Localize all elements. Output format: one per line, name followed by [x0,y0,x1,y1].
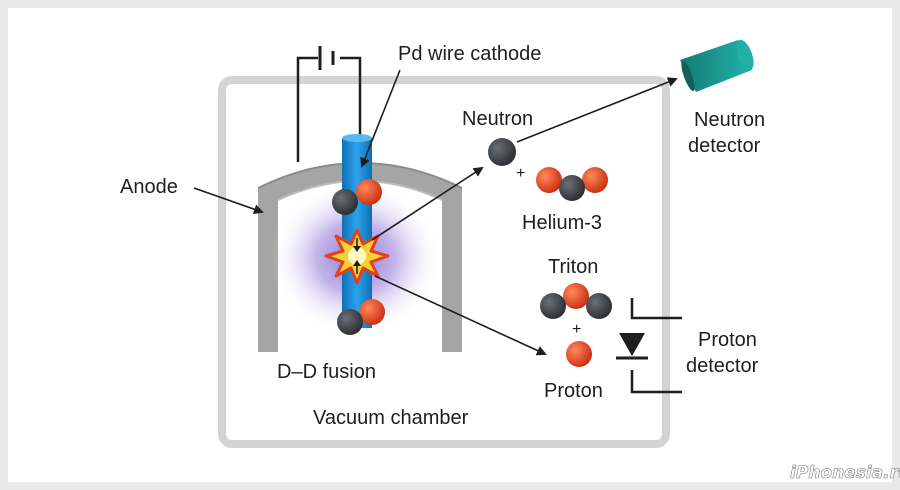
label-helium3: Helium-3 [522,212,602,234]
arrow-cathode-label [360,69,401,168]
label-plus-triton-proton: + [572,321,581,338]
label-proton: Proton [544,380,603,402]
label-triton: Triton [548,256,598,278]
triton-particle [540,283,612,319]
neutron-detector-icon [680,39,754,92]
watermark-text: iPhonesia.ru [790,463,900,483]
label-vacuum-chamber: Vacuum chamber [313,407,469,429]
arrow-to-neutron [371,166,484,241]
arrow-anode-label [193,187,264,215]
vacuum-chamber [218,76,670,448]
helium3-particle [536,167,608,201]
circuit-wires [296,56,362,162]
pd-cathode [342,134,372,328]
battery-icon [318,46,335,70]
label-plus-neutron-helium: + [516,165,525,182]
arrow-to-neutron-detector [516,77,678,143]
proton-particle [566,341,592,367]
label-anode: Anode [120,176,178,198]
fusion-burst-icon [324,228,390,285]
arrows [193,69,678,356]
diode-detector-icon [616,298,682,394]
label-cathode: Pd wire cathode [398,43,541,65]
deuteron-top [332,179,382,215]
arrow-to-proton [374,275,547,356]
neutron-particle [488,138,516,166]
label-dd-fusion: D–D fusion [277,361,376,383]
label-proton-detector-1: Proton [698,329,757,351]
label-neutron-detector-1: Neutron [694,109,765,131]
label-proton-detector-2: detector [686,355,759,377]
deuteron-bottom [337,299,385,335]
label-neutron-detector-2: detector [688,135,761,157]
label-neutron: Neutron [462,108,533,130]
